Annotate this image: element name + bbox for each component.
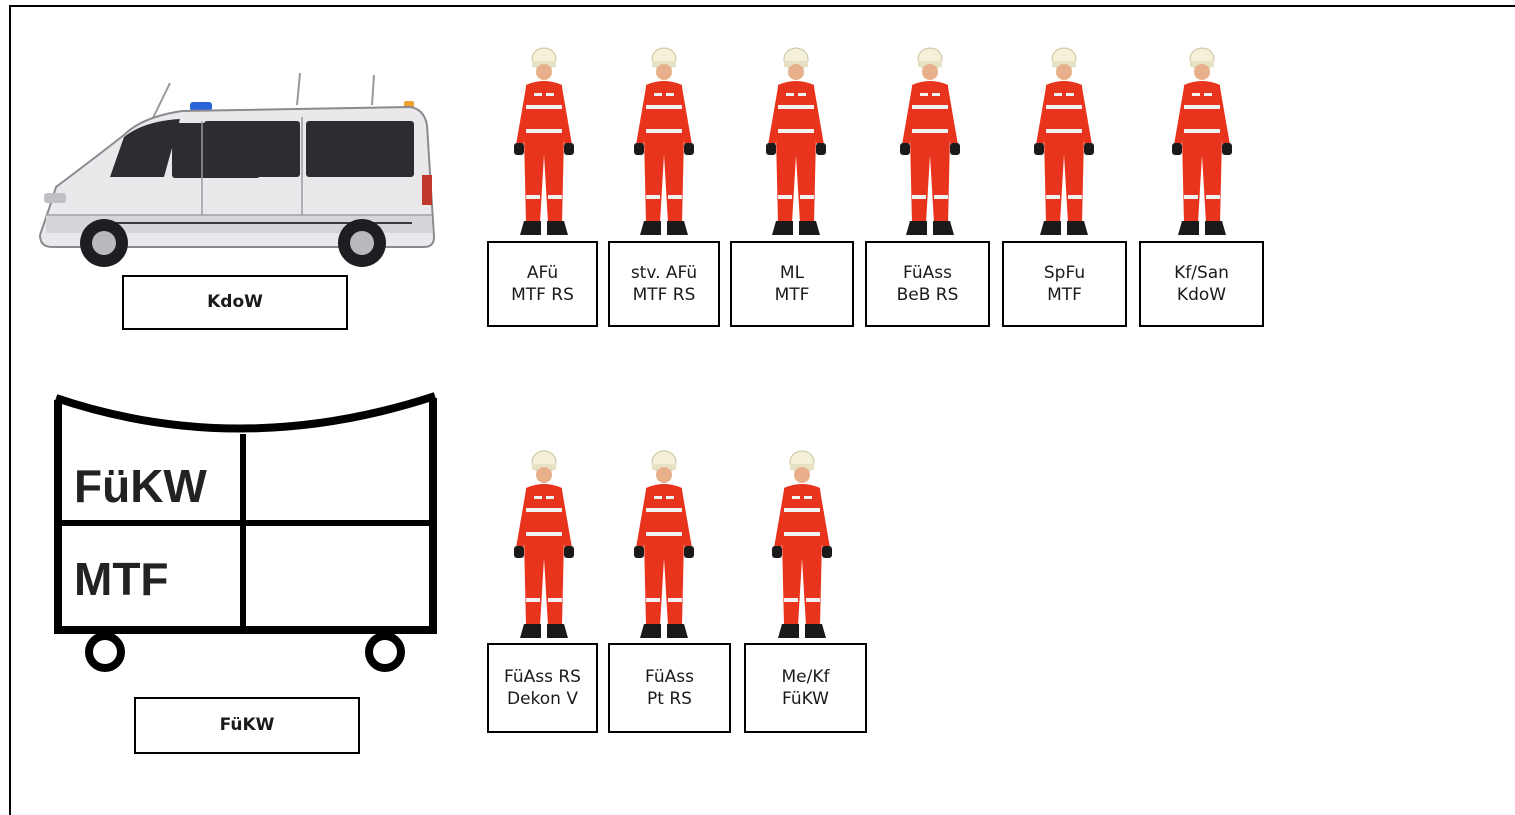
- crew-qualification: BeB RS: [896, 285, 959, 305]
- firefighter-figure: [1171, 47, 1233, 236]
- fukw-tactical-symbol: FüKW MTF: [54, 392, 437, 672]
- crew-role: Kf/San: [1174, 262, 1229, 283]
- crew-qualification: KdoW: [1176, 285, 1227, 305]
- crew-role: AFü: [526, 262, 559, 283]
- crew-role: FüAss: [903, 262, 952, 283]
- firefighter-figure: [1033, 47, 1095, 236]
- crew-role: SpFu: [1043, 262, 1086, 283]
- firefighter-figure: [513, 47, 575, 236]
- crew-qualification: Pt RS: [647, 689, 692, 709]
- firefighter-figure: [513, 450, 575, 639]
- crew-role: ML: [779, 262, 805, 283]
- crew-qualification: MTF: [1047, 285, 1082, 305]
- command-van-image: [38, 72, 436, 267]
- crew-role: FüAss RS: [504, 666, 581, 687]
- firefighter-figure: [633, 450, 695, 639]
- firefighter-figure: [633, 47, 695, 236]
- symbol-cell-fukw: FüKW: [74, 460, 207, 512]
- crew-qualification: Dekon V: [506, 689, 578, 709]
- vehicle-label-kdow: KdoW: [122, 275, 348, 330]
- crew-qualification: MTF RS: [511, 285, 574, 305]
- crew-role: FüAss: [645, 666, 694, 687]
- crew-role: stv. AFü: [630, 262, 698, 283]
- firefighter-figure: [899, 47, 961, 236]
- firefighter-figure: [765, 47, 827, 236]
- vehicle-label-fukw: FüKW: [134, 697, 360, 754]
- crew-qualification: FüKW: [782, 689, 829, 709]
- crew-role: Me/Kf: [781, 666, 830, 687]
- symbol-cell-mtf: MTF: [74, 553, 169, 605]
- firefighter-figure: [771, 450, 833, 639]
- diagram-frame: [9, 5, 1515, 815]
- crew-qualification: MTF RS: [632, 285, 696, 305]
- crew-qualification: MTF: [774, 285, 810, 305]
